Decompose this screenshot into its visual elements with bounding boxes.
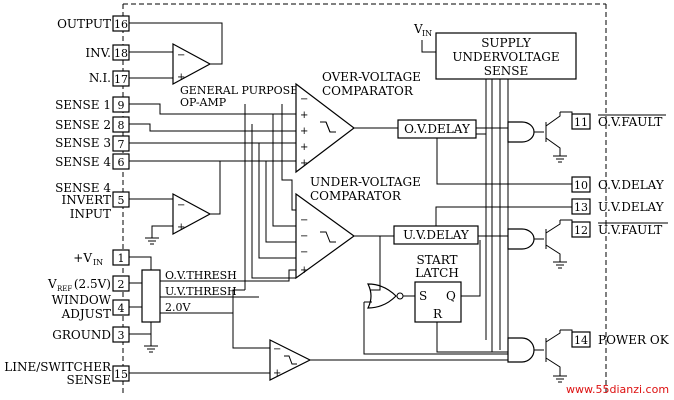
svg-text:−: − — [273, 344, 281, 355]
svg-text:−: − — [177, 50, 185, 61]
label-gp-2: OP-AMP — [180, 96, 227, 109]
pin-label-vref-tail: (2.5V) — [74, 277, 111, 291]
svg-text:−: − — [177, 200, 185, 211]
label-vin-top-sub: IN — [422, 29, 432, 38]
pin-label-sense4-invert: SENSE 4 — [55, 181, 111, 195]
pin-label-vref-sub: REF — [57, 285, 72, 293]
uv-and-gate — [507, 228, 535, 250]
pin-label-sense1: SENSE 1 — [55, 98, 111, 112]
pin-num-6: 6 — [118, 156, 125, 169]
label-latch: LATCH — [415, 266, 459, 280]
svg-text:R: R — [433, 307, 443, 321]
label-uvc-1: UNDER-VOLTAGE — [310, 175, 421, 189]
pin-num-18: 18 — [114, 47, 128, 60]
power-ok-and-gate — [507, 337, 535, 363]
pin-label-uv-delay: U.V.DELAY — [598, 200, 665, 214]
pin-label-sense2: SENSE 2 — [55, 118, 111, 132]
svg-text:14: 14 — [574, 334, 588, 347]
svg-text:SENSE: SENSE — [484, 64, 528, 78]
pin-label-sense4-invert-3: INPUT — [70, 207, 111, 221]
watermark: www.55dianzi.com — [566, 383, 669, 396]
pin-label-window: WINDOW — [52, 293, 112, 307]
svg-text:SUPPLY: SUPPLY — [481, 36, 532, 50]
svg-text:Q: Q — [446, 289, 456, 303]
pin-num-8: 8 — [118, 119, 125, 132]
pin-num-1: 1 — [118, 252, 125, 265]
svg-text:+: + — [300, 126, 308, 137]
pin-label-output: OUTPUT — [57, 17, 111, 31]
svg-text:−: − — [300, 215, 308, 226]
svg-text:S: S — [419, 289, 427, 303]
svg-text:UNDERVOLTAGE: UNDERVOLTAGE — [452, 50, 559, 64]
pin-num-3: 3 — [118, 329, 125, 342]
label-ovc-2: COMPARATOR — [322, 84, 414, 98]
svg-text:+: + — [177, 222, 185, 233]
pin-label-vin-sub: IN — [93, 258, 103, 267]
over-voltage-comparator: − + + + + — [295, 82, 355, 174]
under-voltage-comparator: − − − + — [295, 192, 356, 280]
pin-label-ov-fault: O.V.FAULT — [598, 115, 662, 129]
start-nor-gate — [367, 283, 397, 309]
pin-num-5: 5 — [118, 194, 125, 207]
pin-num-16: 16 — [114, 18, 128, 31]
svg-text:+: + — [273, 368, 281, 379]
pin-label-ni: N.I. — [89, 71, 111, 85]
label-ov-thresh: O.V.THRESH — [165, 269, 237, 282]
pin-num-15: 15 — [114, 368, 128, 381]
general-purpose-opamp: − + — [129, 22, 223, 86]
pin-label-ov-delay: O.V.DELAY — [598, 178, 665, 192]
label-2v: 2.0V — [165, 301, 191, 314]
svg-text:+: + — [300, 142, 308, 153]
pin-label-sense3: SENSE 3 — [55, 136, 111, 150]
start-latch — [414, 281, 462, 323]
svg-text:13: 13 — [574, 201, 588, 214]
pin-label-sense4-invert-2: INVERT — [62, 193, 112, 207]
svg-text:O.V.DELAY: O.V.DELAY — [404, 122, 471, 136]
pin-label-power-ok: POWER OK — [598, 333, 670, 347]
pin-label-sense4: SENSE 4 — [55, 155, 111, 169]
pin-box-11 — [571, 113, 591, 130]
svg-text:U.V.DELAY: U.V.DELAY — [403, 228, 470, 242]
ov-and-gate — [507, 121, 535, 143]
svg-text:10: 10 — [574, 179, 588, 192]
label-ovc-1: OVER-VOLTAGE — [322, 70, 421, 84]
pin-label-vref: V — [47, 277, 57, 291]
pin-box-10 — [571, 176, 591, 193]
pin-box-13 — [571, 198, 591, 215]
supply-undervoltage-sense — [435, 32, 577, 80]
label-gp-1: GENERAL PURPOSE — [180, 84, 298, 97]
svg-text:11: 11 — [574, 116, 588, 129]
label-vin-top: V — [413, 22, 423, 36]
pin-label-vin: +V — [73, 251, 92, 265]
pin-num-17: 17 — [114, 73, 128, 86]
svg-text:12: 12 — [574, 224, 588, 237]
pin-num-2: 2 — [118, 278, 125, 291]
pin-num-4: 4 — [118, 302, 125, 315]
pin-box-14 — [571, 331, 591, 348]
pin-box-12 — [571, 221, 591, 238]
sense4-invert-opamp: − + — [129, 161, 221, 245]
svg-text:−: − — [300, 247, 308, 258]
svg-text:+: + — [300, 110, 308, 121]
pin-num-7: 7 — [118, 138, 125, 151]
line-switcher-comparator: − + — [129, 313, 312, 381]
svg-text:−: − — [300, 231, 308, 242]
pin-label-uv-fault: U.V.FAULT — [598, 223, 662, 237]
pin-label-inv: INV. — [85, 46, 111, 60]
threshold-divider — [141, 269, 161, 323]
pin-label-window-2: ADJUST — [61, 307, 111, 321]
label-uvc-2: COMPARATOR — [310, 189, 402, 203]
pin-label-line-switcher: LINE/SWITCHER — [4, 360, 112, 374]
svg-text:+: + — [300, 158, 308, 169]
label-uv-thresh: U.V.THRESH — [165, 285, 237, 298]
svg-text:+: + — [300, 265, 308, 276]
label-start: START — [416, 253, 457, 267]
svg-text:−: − — [300, 94, 308, 105]
pin-num-9: 9 — [118, 99, 125, 112]
pin-label-ground: GROUND — [52, 328, 111, 342]
pin-label-line-switcher-2: SENSE — [67, 373, 111, 387]
svg-text:+: + — [177, 72, 185, 83]
